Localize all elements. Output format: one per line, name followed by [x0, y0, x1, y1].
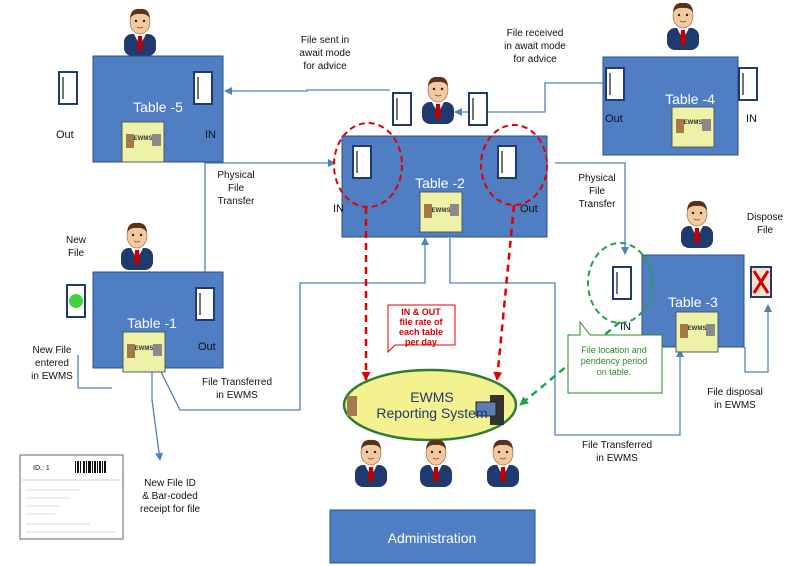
table-4-label: Table -4 — [665, 91, 715, 107]
arrow-t2-to-t5 — [224, 87, 390, 95]
table-4-out: Out — [605, 113, 623, 125]
table-1-label: Table -1 — [127, 315, 177, 331]
receipt-id: ID.: 1 — [33, 465, 50, 472]
text-line: File — [589, 186, 606, 197]
connector-lines — [77, 82, 772, 461]
text-line: in EWMS — [31, 371, 73, 382]
text-line: File sent in — [301, 35, 349, 46]
text-line: file rate of — [399, 317, 443, 327]
out-rate-arrow — [493, 204, 516, 381]
table-4-badge: EWMS — [684, 120, 703, 126]
text-line: Physical — [578, 173, 615, 184]
table-2-out: Out — [520, 203, 538, 215]
label-transferred-2: File Transferred in EWMS — [582, 440, 652, 464]
table-4-desk — [602, 56, 739, 156]
text-line: File — [757, 225, 774, 236]
text-line: for advice — [513, 54, 557, 65]
table-1: Table -1 EWMS Out — [66, 222, 224, 373]
administration-box — [329, 509, 536, 564]
administration: Administration — [329, 439, 536, 564]
table-5: Table -5 EWMS Out IN — [56, 8, 224, 163]
label-file-received: File received in await mode for advice — [504, 28, 566, 65]
text-line: Transfer — [218, 196, 256, 207]
table-3-badge: EWMS — [688, 326, 707, 332]
out-highlight-ellipse — [480, 124, 548, 206]
table-5-out: Out — [56, 129, 74, 141]
text-line: each table — [399, 327, 443, 337]
arrow-t1-to-t2-phys — [204, 159, 336, 272]
text-line: File received — [507, 28, 564, 39]
table-3-in: IN — [620, 321, 631, 333]
text-line: New File ID — [144, 478, 196, 489]
new-file-burst-icon — [69, 294, 83, 308]
text-line: in EWMS — [216, 390, 258, 401]
text-line: Transfer — [579, 199, 617, 210]
arrow-t2-to-t3-ewms — [449, 238, 684, 436]
barcode-receipt: ID.: 1 — [19, 454, 124, 540]
table-4: Table -4 EWMS Out IN — [602, 2, 759, 156]
label-file-sent: File sent in await mode for advice — [299, 35, 351, 72]
text-line: File Transferred — [582, 440, 652, 451]
label-transferred-1: File Transferred in EWMS — [202, 377, 272, 401]
text-line: await mode — [299, 48, 351, 59]
reporting-person-icon — [347, 396, 357, 416]
text-line: entered — [35, 358, 69, 369]
table-2-in: IN — [333, 203, 344, 215]
text-line: in await mode — [504, 41, 566, 52]
text-line: IN & OUT — [401, 307, 441, 317]
text-line: New — [66, 235, 87, 246]
text-line: File — [228, 183, 245, 194]
barcode-icon — [75, 461, 106, 473]
table-5-badge: EWMS — [134, 136, 153, 142]
text-line: EWMS — [410, 389, 454, 405]
administration-label: Administration — [388, 530, 477, 546]
text-line: File — [68, 248, 85, 259]
table-2-badge: EWMS — [432, 208, 451, 214]
table-3: Table -3 EWMS IN — [587, 200, 772, 353]
table-3-label: Table -3 — [668, 294, 718, 310]
text-line: receipt for file — [140, 504, 200, 515]
arrow-t1-to-t2-ewms — [154, 237, 429, 411]
table-4-in: IN — [746, 113, 757, 125]
arrow-t3-disposal — [744, 304, 772, 373]
text-line: per day — [405, 337, 437, 347]
in-highlight-ellipse — [333, 122, 403, 208]
text-line: Physical — [217, 170, 254, 181]
table-5-label: Table -5 — [133, 99, 183, 115]
text-line: File disposal — [707, 387, 763, 398]
location-highlight-ellipse — [587, 242, 653, 324]
arrow-entered — [77, 355, 112, 389]
text-line: & Bar-coded — [142, 491, 198, 502]
label-new-file-id: New File ID & Bar-coded receipt for file — [140, 478, 200, 515]
text-line: Reporting System — [376, 405, 487, 421]
label-disposal: File disposal in EWMS — [707, 387, 763, 411]
table-1-badge: EWMS — [135, 346, 154, 352]
label-entered: New File entered in EWMS — [31, 345, 73, 382]
text-line: File location and — [581, 345, 647, 355]
text-line: New File — [33, 345, 72, 356]
arrow-t2-to-t3-phys — [555, 162, 629, 255]
text-line: pendency period — [581, 356, 648, 366]
text-line: Dispose — [747, 212, 784, 223]
text-line: for advice — [303, 61, 347, 72]
text-line: in EWMS — [596, 453, 638, 464]
table-5-in: IN — [205, 129, 216, 141]
text-line: File Transferred — [202, 377, 272, 388]
text-line: in EWMS — [714, 400, 756, 411]
text-line: on table. — [597, 367, 632, 377]
table-2-label: Table -2 — [415, 175, 465, 191]
table-1-out: Out — [198, 341, 216, 353]
arrow-t4-to-t2 — [454, 82, 605, 116]
